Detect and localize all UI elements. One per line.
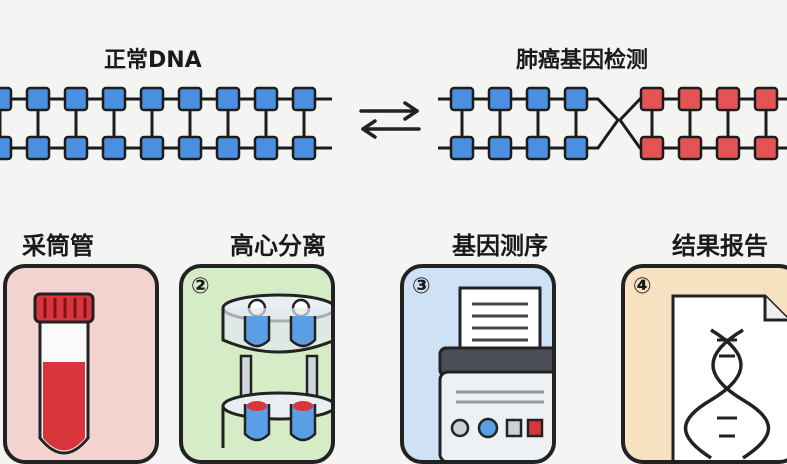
normal-base-bottom [139,135,165,161]
step-3-number: ③ [412,274,431,299]
mutant-base-bottom [677,135,703,161]
normal-base-bottom [177,135,203,161]
step-4-number: ④ [633,274,652,299]
step-3-label: 基因测序 [452,232,548,260]
mutant-base-bottom [715,135,741,161]
normal-base-top [291,86,317,112]
normal-base-bottom [291,135,317,161]
mutant-base-top [715,86,741,112]
normal-base-top [63,86,89,112]
cancer-normal-base-bottom [563,135,589,161]
step-3-panel: ③ [400,264,556,464]
normal-base-top [139,86,165,112]
normal-base-bottom [215,135,241,161]
step-1-panel [3,264,159,464]
mutant-base-bottom [753,135,779,161]
cancer-normal-base-top [449,86,475,112]
centrifuge-icon [221,293,331,448]
cancer-normal-base-top [525,86,551,112]
dna-report-icon [671,294,787,460]
step-2-label: 高心分离 [230,232,326,260]
blood-tube-icon [33,292,95,455]
normal-base-bottom [253,135,279,161]
normal-base-top [253,86,279,112]
normal-base-top [25,86,51,112]
mutant-base-top [753,86,779,112]
cancer-normal-base-top [563,86,589,112]
normal-base-top [0,86,13,112]
normal-base-top [215,86,241,112]
cancer-normal-base-bottom [487,135,513,161]
cancer-gene-test-title: 肺癌基因检测 [516,48,649,73]
step-2-panel: ② [179,264,335,464]
normal-dna-ladder [0,86,787,161]
step-1-label: 采筒管 [22,232,94,260]
normal-base-bottom [63,135,89,161]
normal-base-bottom [25,135,51,161]
normal-base-bottom [101,135,127,161]
equilibrium-arrows-icon [359,101,421,139]
step-4-panel: ④ [621,264,787,464]
cancer-normal-base-top [487,86,513,112]
step-4-label: 结果报告 [672,232,768,260]
cancer-normal-base-bottom [525,135,551,161]
mutant-base-top [639,86,665,112]
normal-base-bottom [0,135,13,161]
mutant-base-top [677,86,703,112]
sequencer-icon [438,286,552,460]
cancer-normal-base-bottom [449,135,475,161]
mutant-base-bottom [639,135,665,161]
normal-base-top [177,86,203,112]
step-2-number: ② [191,274,210,299]
normal-dna-title: 正常DNA [104,48,202,73]
normal-base-top [101,86,127,112]
